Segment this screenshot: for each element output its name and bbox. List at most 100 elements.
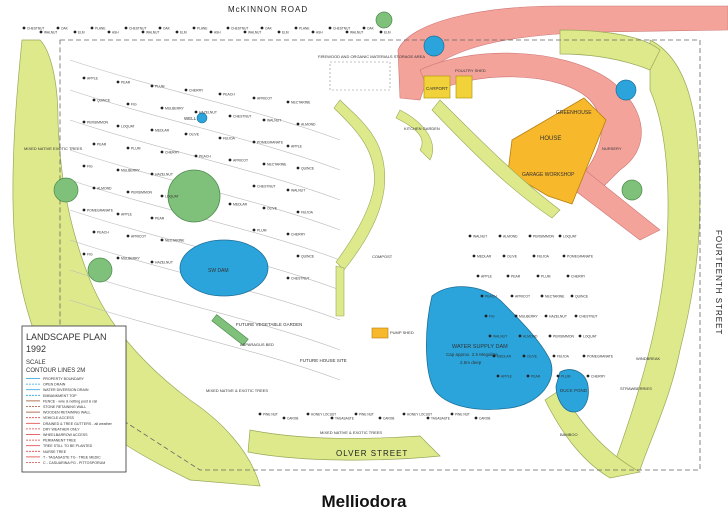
tree-marker: [150, 172, 154, 176]
tree-label: FIG: [131, 103, 137, 107]
tree-label: CAROB: [383, 417, 394, 421]
tree-marker: [558, 234, 562, 238]
tree-label: TAGASASTE: [335, 417, 354, 421]
tree-label: PINE NUT: [455, 413, 470, 417]
tree-marker: [306, 412, 310, 416]
tree-label: OAK: [61, 27, 69, 31]
tree-label: APRICOT: [257, 97, 272, 101]
tree-label: CHESTNUT: [129, 27, 146, 31]
tree-label: WALNUT: [473, 235, 487, 239]
tree-label: ELM: [282, 31, 289, 35]
tree-marker: [150, 216, 154, 220]
tree-label: CAROB: [479, 417, 490, 421]
tree-label: PLUM: [131, 147, 141, 151]
tree-label: FIG: [489, 315, 495, 319]
tree-marker: [540, 294, 544, 298]
tree-label: FIG: [87, 165, 93, 169]
dam-main: [426, 286, 553, 410]
tree-label: CHESTNUT: [257, 185, 275, 189]
dam-sw: [179, 239, 269, 297]
tree-label: FEIJOA: [301, 211, 314, 215]
tree-clump-west-2: [87, 257, 113, 283]
tree-marker: [262, 118, 266, 122]
label-woodland-sw: MIXED NATIVE & EXOTIC TREES: [206, 388, 268, 393]
legend-year: 1992: [26, 344, 46, 354]
tree-marker: [532, 254, 536, 258]
tree-label: MEDLAR: [155, 129, 170, 133]
tree-label: QUINCE: [97, 99, 111, 103]
tree-marker: [126, 102, 130, 106]
landscape-plan-map: McKINNON ROAD OLVER STREET FOURTEENTH ST…: [12, 5, 728, 487]
tree-label: WALNUT: [267, 119, 281, 123]
label-nursery: NURSERY: [602, 146, 622, 151]
contour-line: [69, 299, 341, 381]
tree-label: ALMOND: [503, 235, 518, 239]
tree-label: LOQUAT: [121, 125, 135, 129]
tree-label: APPLE: [87, 77, 99, 81]
tree-marker: [544, 314, 548, 318]
tree-label: NECTARINE: [165, 239, 185, 243]
tree-marker: [252, 184, 256, 188]
label-bamboo: BAMBOO: [560, 432, 578, 437]
tree-marker: [126, 190, 130, 194]
tree-marker: [286, 232, 290, 236]
label-firewood: FIREWOOD AND ORGANIC MATERIALS STORAGE A…: [318, 54, 425, 59]
tree-marker: [450, 412, 454, 416]
tree-marker: [345, 30, 349, 34]
tree-marker: [506, 274, 510, 278]
tree-marker: [548, 334, 552, 338]
tree-marker: [116, 212, 120, 216]
woodland-south: [247, 429, 441, 461]
tree-marker: [296, 210, 300, 214]
tree-label: MEDLAR: [497, 355, 512, 359]
tree-marker: [311, 30, 315, 34]
tree-label: PLANE: [299, 27, 309, 31]
tree-marker: [286, 188, 290, 192]
legend-item-label: NURSE TREE: [43, 450, 67, 454]
tree-marker: [160, 238, 164, 242]
tree-marker: [552, 354, 556, 358]
legend-item-label: OPEN DRAIN: [43, 383, 66, 387]
road-label-north: McKINNON ROAD: [228, 5, 308, 14]
driveway-loop: [419, 52, 642, 201]
tree-marker: [209, 30, 213, 34]
legend-item-label: STONE RETAINING WALL: [43, 405, 86, 409]
contour-line: [69, 179, 341, 261]
tree-marker: [218, 92, 222, 96]
tree-label: OLIVE: [189, 133, 200, 137]
label-woodland-s: MIXED NATIVE & EXOTIC TREES: [320, 430, 382, 435]
label-woodland-w: MIXED NATIVE EXOTIC TREES: [24, 146, 83, 151]
label-shed: PUMP SHED: [390, 330, 414, 335]
tank-north: [423, 35, 445, 57]
tree-marker: [574, 314, 578, 318]
tree-marker: [277, 30, 281, 34]
tree-label: PEACH: [97, 231, 109, 235]
tree-marker: [578, 334, 582, 338]
tree-label: PEAR: [121, 81, 131, 85]
east-hedge: [431, 99, 561, 219]
tree-label: CHESTNUT: [27, 27, 44, 31]
tree-label: WALNUT: [44, 31, 57, 35]
legend-item-label: WOODEN RETAINING WALL: [43, 411, 91, 415]
tree-markers: CHESTNUTWALNUTOAKELMPLANEASHCHESTNUTWALN…: [22, 26, 614, 421]
tree-marker: [518, 334, 522, 338]
tree-label: PERSIMMON: [87, 121, 108, 125]
label-garage: GARAGE WORKSHOP: [522, 172, 575, 178]
tree-marker: [73, 30, 77, 34]
tree-label: ASH: [316, 31, 323, 35]
tree-marker: [328, 26, 332, 30]
woodland-se: [544, 389, 642, 479]
tree-marker: [192, 26, 196, 30]
tree-label: WALNUT: [350, 31, 363, 35]
hedge-center: [333, 99, 386, 271]
tree-marker: [22, 26, 26, 30]
tree-marker: [474, 416, 478, 420]
label-dam-sw: SW DAM: [208, 268, 229, 274]
tree-label: HAZELNUT: [155, 261, 173, 265]
tree-marker: [286, 100, 290, 104]
tree-marker: [160, 106, 164, 110]
asparagus-bed: [211, 314, 249, 346]
tree-marker: [243, 30, 247, 34]
tree-label: OAK: [367, 27, 375, 31]
tree-marker: [480, 294, 484, 298]
